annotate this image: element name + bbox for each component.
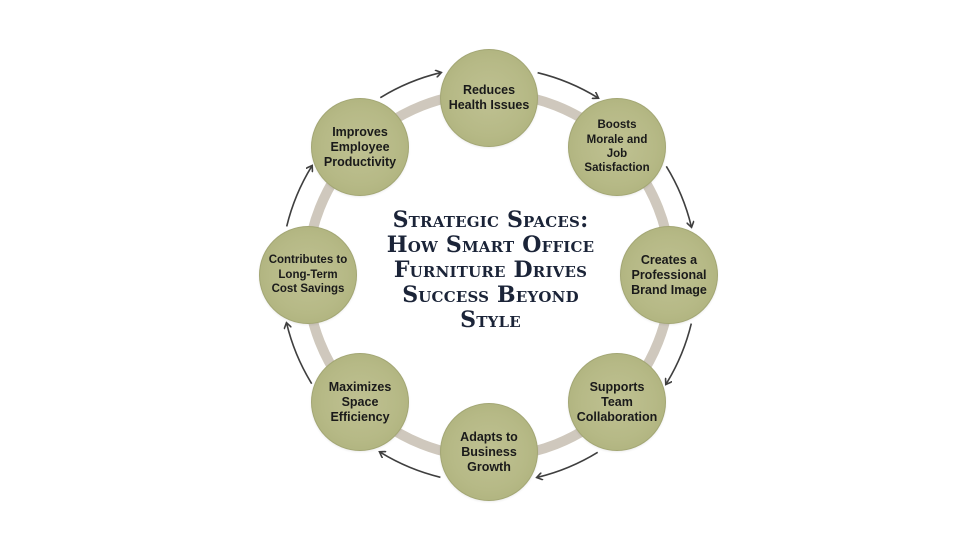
node-cost-savings: Contributes to Long-Term Cost Savings [259, 226, 357, 324]
node-space-efficiency: Maximizes Space Efficiency [311, 353, 409, 451]
cycle-arrow [379, 73, 440, 99]
cycle-arrow [665, 165, 691, 226]
node-reduces-health-issues: Reduces Health Issues [440, 49, 538, 147]
node-label: Maximizes Space Efficiency [328, 379, 392, 424]
title-line: How Smart Office [386, 232, 595, 258]
cycle-arrow [285, 166, 312, 227]
node-team-collaboration: Supports Team Collaboration [568, 353, 666, 451]
title-line: Style [460, 307, 521, 333]
node-label: Creates a Professional Brand Image [631, 252, 707, 297]
cycle-arrow [380, 452, 441, 479]
title-line: Success Beyond [402, 282, 579, 308]
cycle-arrow [537, 71, 598, 98]
cycle-arrow [287, 324, 313, 385]
title-line: Strategic Spaces: [392, 207, 589, 233]
cycle-arrow [666, 323, 693, 384]
node-label: Supports Team Collaboration [576, 379, 658, 424]
node-label: Reduces Health Issues [448, 83, 530, 112]
node-professional-brand-image: Creates a Professional Brand Image [620, 226, 718, 324]
cycle-arrow [538, 451, 599, 477]
node-label: Improves Employee Productivity [323, 124, 397, 169]
title-line: Furniture Drives [393, 257, 588, 283]
diagram-title: Strategic Spaces: How Smart Office Furni… [368, 208, 613, 333]
node-business-growth: Adapts to Business Growth [440, 403, 538, 501]
node-boosts-morale: Boosts Morale and Job Satisfaction [568, 98, 666, 196]
node-label: Boosts Morale and Job Satisfaction [584, 119, 650, 175]
node-employee-productivity: Improves Employee Productivity [311, 98, 409, 196]
node-label: Adapts to Business Growth [460, 429, 518, 474]
node-label: Contributes to Long-Term Cost Savings [268, 254, 348, 296]
